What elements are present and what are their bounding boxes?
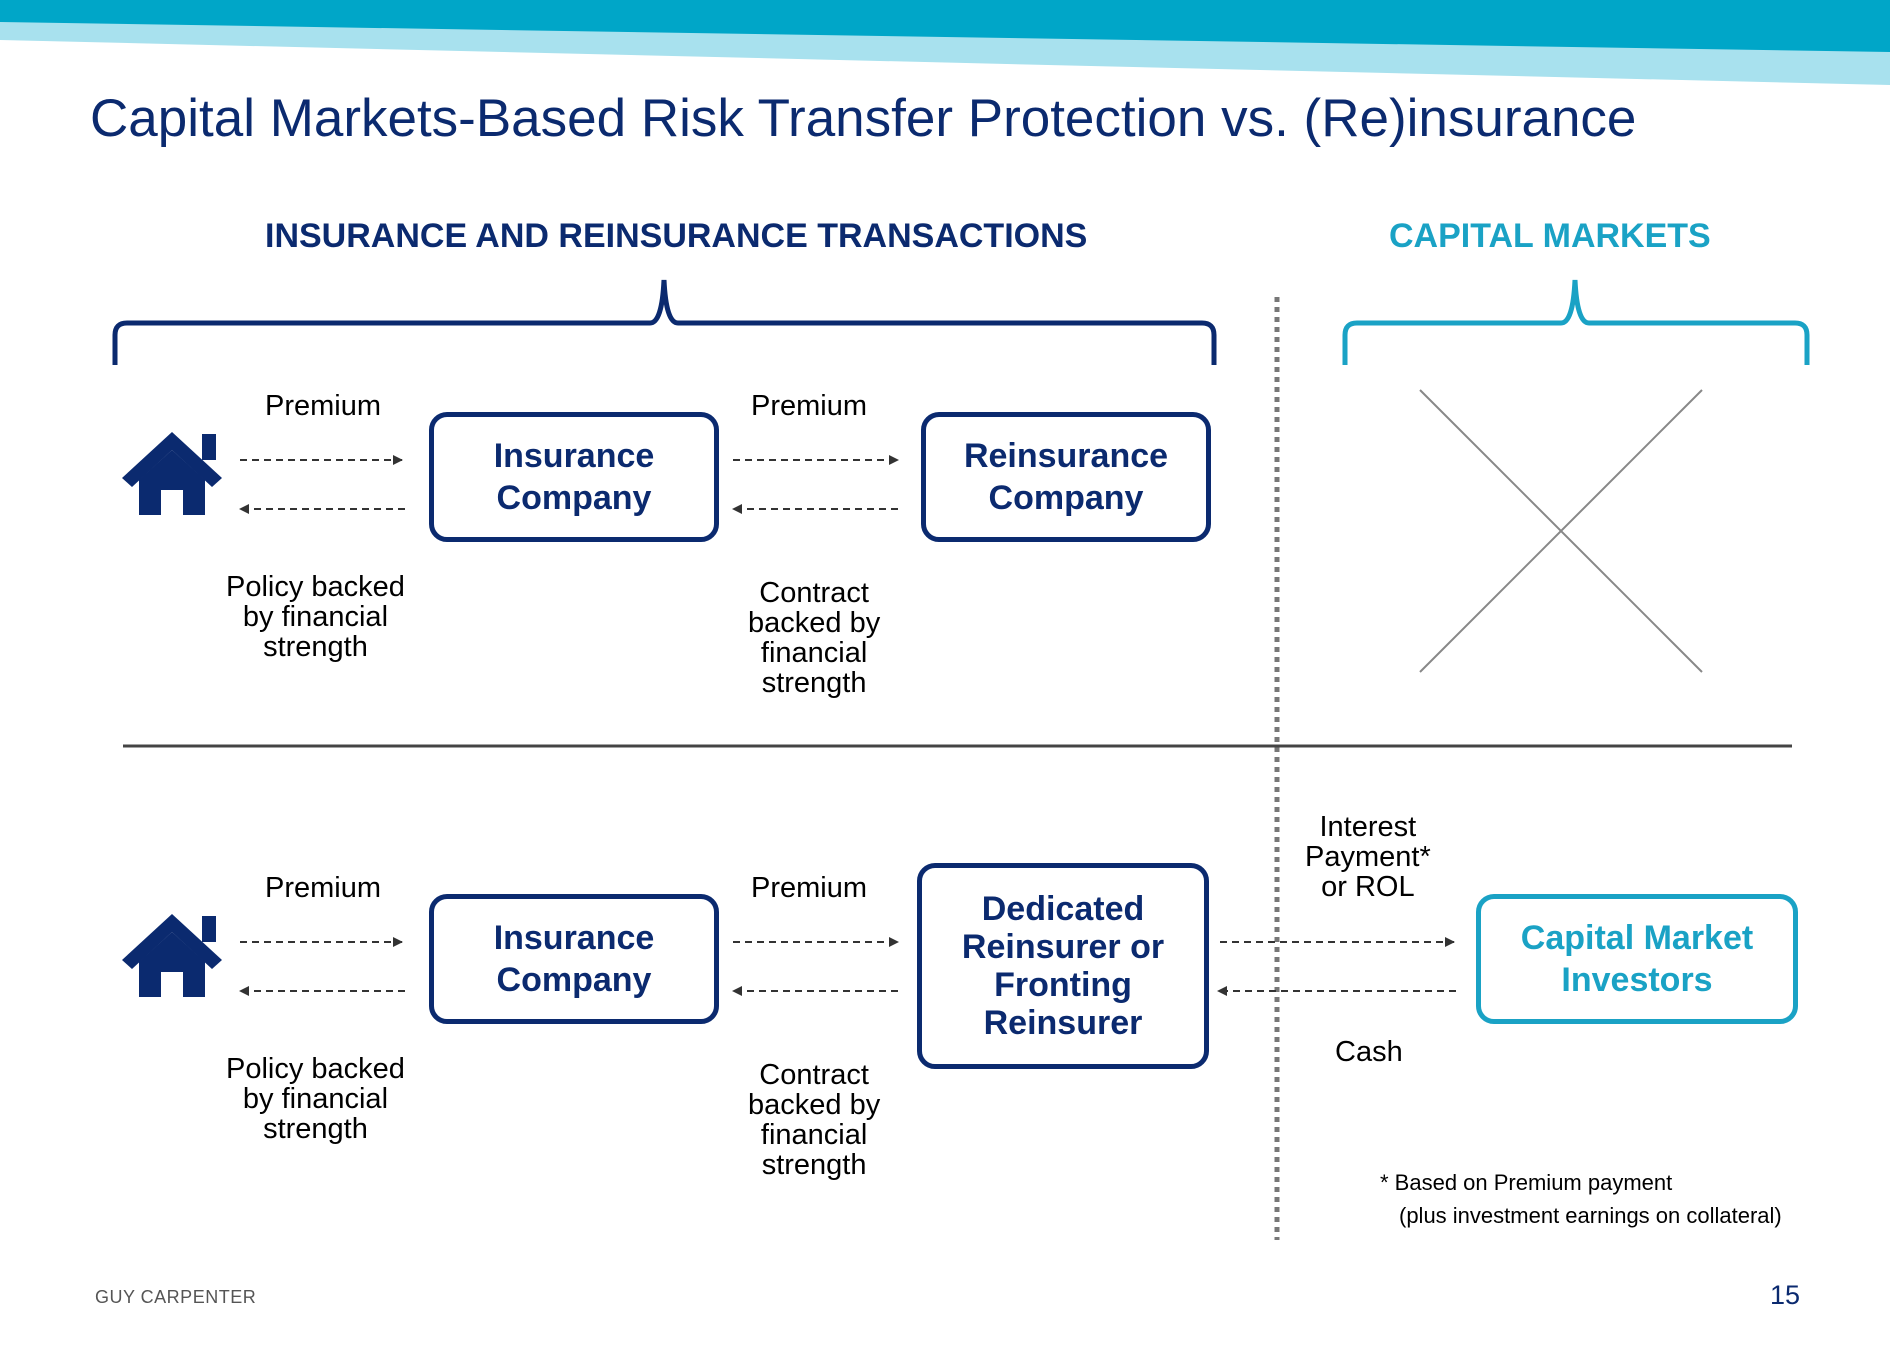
- premium-label: Premium: [265, 872, 382, 904]
- policy-label: Policy backed by financial strength: [226, 571, 405, 663]
- cash-label: Cash: [1335, 1036, 1403, 1068]
- footnote-line-2: (plus investment earnings on collateral): [1399, 1203, 1782, 1228]
- house-icon: [122, 914, 222, 997]
- cross-out-icon: [1419, 389, 1703, 673]
- insurance-company-box: Insurance Company: [429, 412, 719, 542]
- house-icon: [122, 432, 222, 515]
- capital-market-investors-box: Capital Market Investors: [1476, 894, 1798, 1024]
- footnote-line-1: * Based on Premium payment: [1380, 1170, 1673, 1195]
- policy-label: Policy backed by financial strength: [226, 1053, 405, 1145]
- reinsurance-company-box: Reinsurance Company: [921, 412, 1211, 542]
- bottom-arrows: [239, 937, 1456, 996]
- contract-label: Contract backed by financial strength: [748, 577, 881, 699]
- interest-payment-label: Interest Payment* or ROL: [1305, 811, 1431, 903]
- contract-label: Contract backed by financial strength: [748, 1059, 881, 1181]
- capital-markets-header: CAPITAL MARKETS: [1389, 217, 1711, 255]
- insurance-company-box: Insurance Company: [429, 894, 719, 1024]
- premium-label: Premium: [751, 390, 868, 422]
- footer-brand: GUY CARPENTER: [95, 1287, 257, 1307]
- page-number: 15: [1770, 1280, 1801, 1310]
- premium-label: Premium: [751, 872, 868, 904]
- insurance-brace: [112, 279, 1217, 365]
- insurance-header: INSURANCE AND REINSURANCE TRANSACTIONS: [265, 217, 1088, 255]
- top-arrows: [239, 455, 899, 514]
- premium-label: Premium: [265, 390, 382, 422]
- page-title: Capital Markets-Based Risk Transfer Prot…: [90, 89, 1637, 148]
- capital-markets-brace: [1342, 279, 1810, 365]
- top-banner: [0, 0, 1890, 85]
- dedicated-reinsurer-box: Dedicated Reinsurer or Fronting Reinsure…: [917, 863, 1209, 1069]
